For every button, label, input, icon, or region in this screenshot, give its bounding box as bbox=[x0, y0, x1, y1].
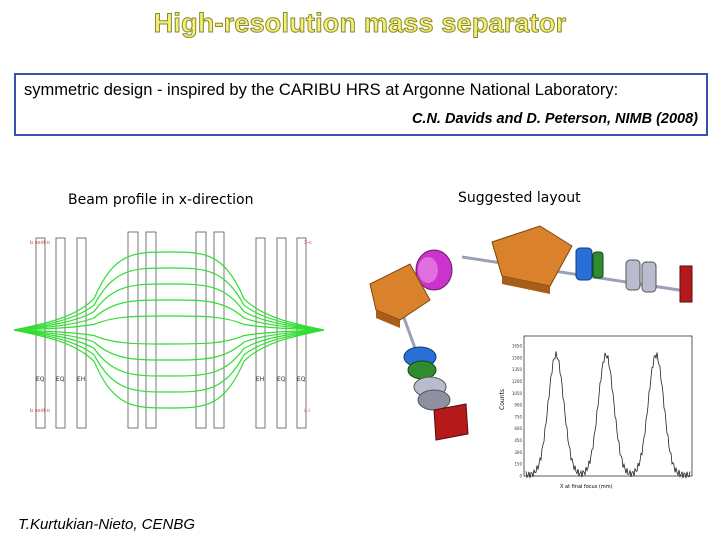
svg-text:c.i: c.i bbox=[304, 408, 310, 414]
label-right-1: EH bbox=[256, 376, 264, 383]
spectrum-y-tick: 750 bbox=[514, 414, 522, 419]
spectrum-y-tick: 1350 bbox=[512, 367, 523, 372]
beam-ray bbox=[14, 251, 324, 331]
spectrum-y-tick: 1050 bbox=[512, 391, 523, 396]
slide-title: High-resolution mass separator bbox=[153, 8, 567, 39]
label-left-1: EQ bbox=[36, 376, 45, 383]
spectrum-plot: Counts 0 150 300 450 600 750 900 1050 1200 1350 15… bbox=[499, 335, 693, 490]
beam-ray bbox=[14, 329, 324, 377]
reference-citation: C.N. Davids and D. Peterson, NIMB (2008) bbox=[411, 111, 698, 127]
spectrum-y-tick: 600 bbox=[514, 426, 522, 431]
multipole-magnet bbox=[415, 249, 453, 291]
beam-ray bbox=[14, 329, 324, 361]
lens-set-lower bbox=[403, 346, 451, 411]
reference-box: symmetric design - inspired by the CARIB… bbox=[14, 73, 708, 136]
svg-text:b sedi-o: b sedi-o bbox=[30, 240, 50, 246]
beam-ray bbox=[14, 299, 324, 331]
detector-lower bbox=[433, 403, 469, 441]
spectrum-y-tick: 300 bbox=[514, 450, 522, 455]
spectrum-y-tick: 150 bbox=[514, 462, 522, 467]
author-credit: T.Kurtukian-Nieto, CENBG bbox=[18, 516, 196, 533]
element-labels: EQ EQ EH EH EQ EQ bbox=[36, 376, 306, 383]
beam-ray bbox=[14, 329, 324, 409]
spectrum-ylabel: Counts bbox=[499, 389, 506, 410]
spectrum-y-tick: 1200 bbox=[512, 379, 523, 384]
label-right-2: EQ bbox=[277, 376, 286, 383]
svg-text:3-c: 3-c bbox=[304, 240, 312, 246]
dipole-lower bbox=[369, 263, 431, 328]
dipole-upper bbox=[491, 225, 573, 294]
spectrum-y-tick: 0 bbox=[519, 474, 522, 479]
beam-profile-figure: b sedi-o 3-c b sedi-o c.i EQ EQ EH EH EQ… bbox=[14, 231, 324, 429]
beam-ray bbox=[14, 283, 324, 331]
axis-markers: b sedi-o 3-c b sedi-o c.i bbox=[30, 240, 312, 414]
spectrum-y-ticks: 0 150 300 450 600 750 900 1050 1200 1350 1500 1650 bbox=[512, 344, 523, 479]
spectrum-curve bbox=[525, 351, 691, 479]
spectrum-y-tick: 1500 bbox=[512, 355, 523, 360]
beam-ray bbox=[14, 315, 324, 331]
optical-elements bbox=[35, 231, 307, 429]
reference-description: symmetric design - inspired by the CARIB… bbox=[24, 81, 619, 99]
lens-set-upper bbox=[575, 247, 657, 293]
detector-upper bbox=[679, 265, 693, 303]
label-left-3: EH bbox=[77, 376, 85, 383]
label-right-3: EQ bbox=[297, 376, 306, 383]
spectrum-xlabel: X at final focus (mm) bbox=[560, 484, 613, 490]
beam-trajectories bbox=[14, 251, 324, 409]
svg-text:b sedi-o: b sedi-o bbox=[30, 408, 50, 414]
spectrum-y-tick: 450 bbox=[514, 438, 522, 443]
label-left-2: EQ bbox=[56, 376, 65, 383]
beam-profile-caption: Beam profile in x-direction bbox=[68, 192, 254, 208]
beam-ray bbox=[14, 267, 324, 331]
layout-caption: Suggested layout bbox=[458, 190, 581, 206]
spectrum-y-tick: 900 bbox=[514, 403, 522, 408]
spectrum-y-tick: 1650 bbox=[512, 344, 523, 349]
beam-ray bbox=[14, 329, 324, 393]
beam-ray bbox=[14, 329, 324, 345]
layout-illustration bbox=[369, 225, 693, 441]
